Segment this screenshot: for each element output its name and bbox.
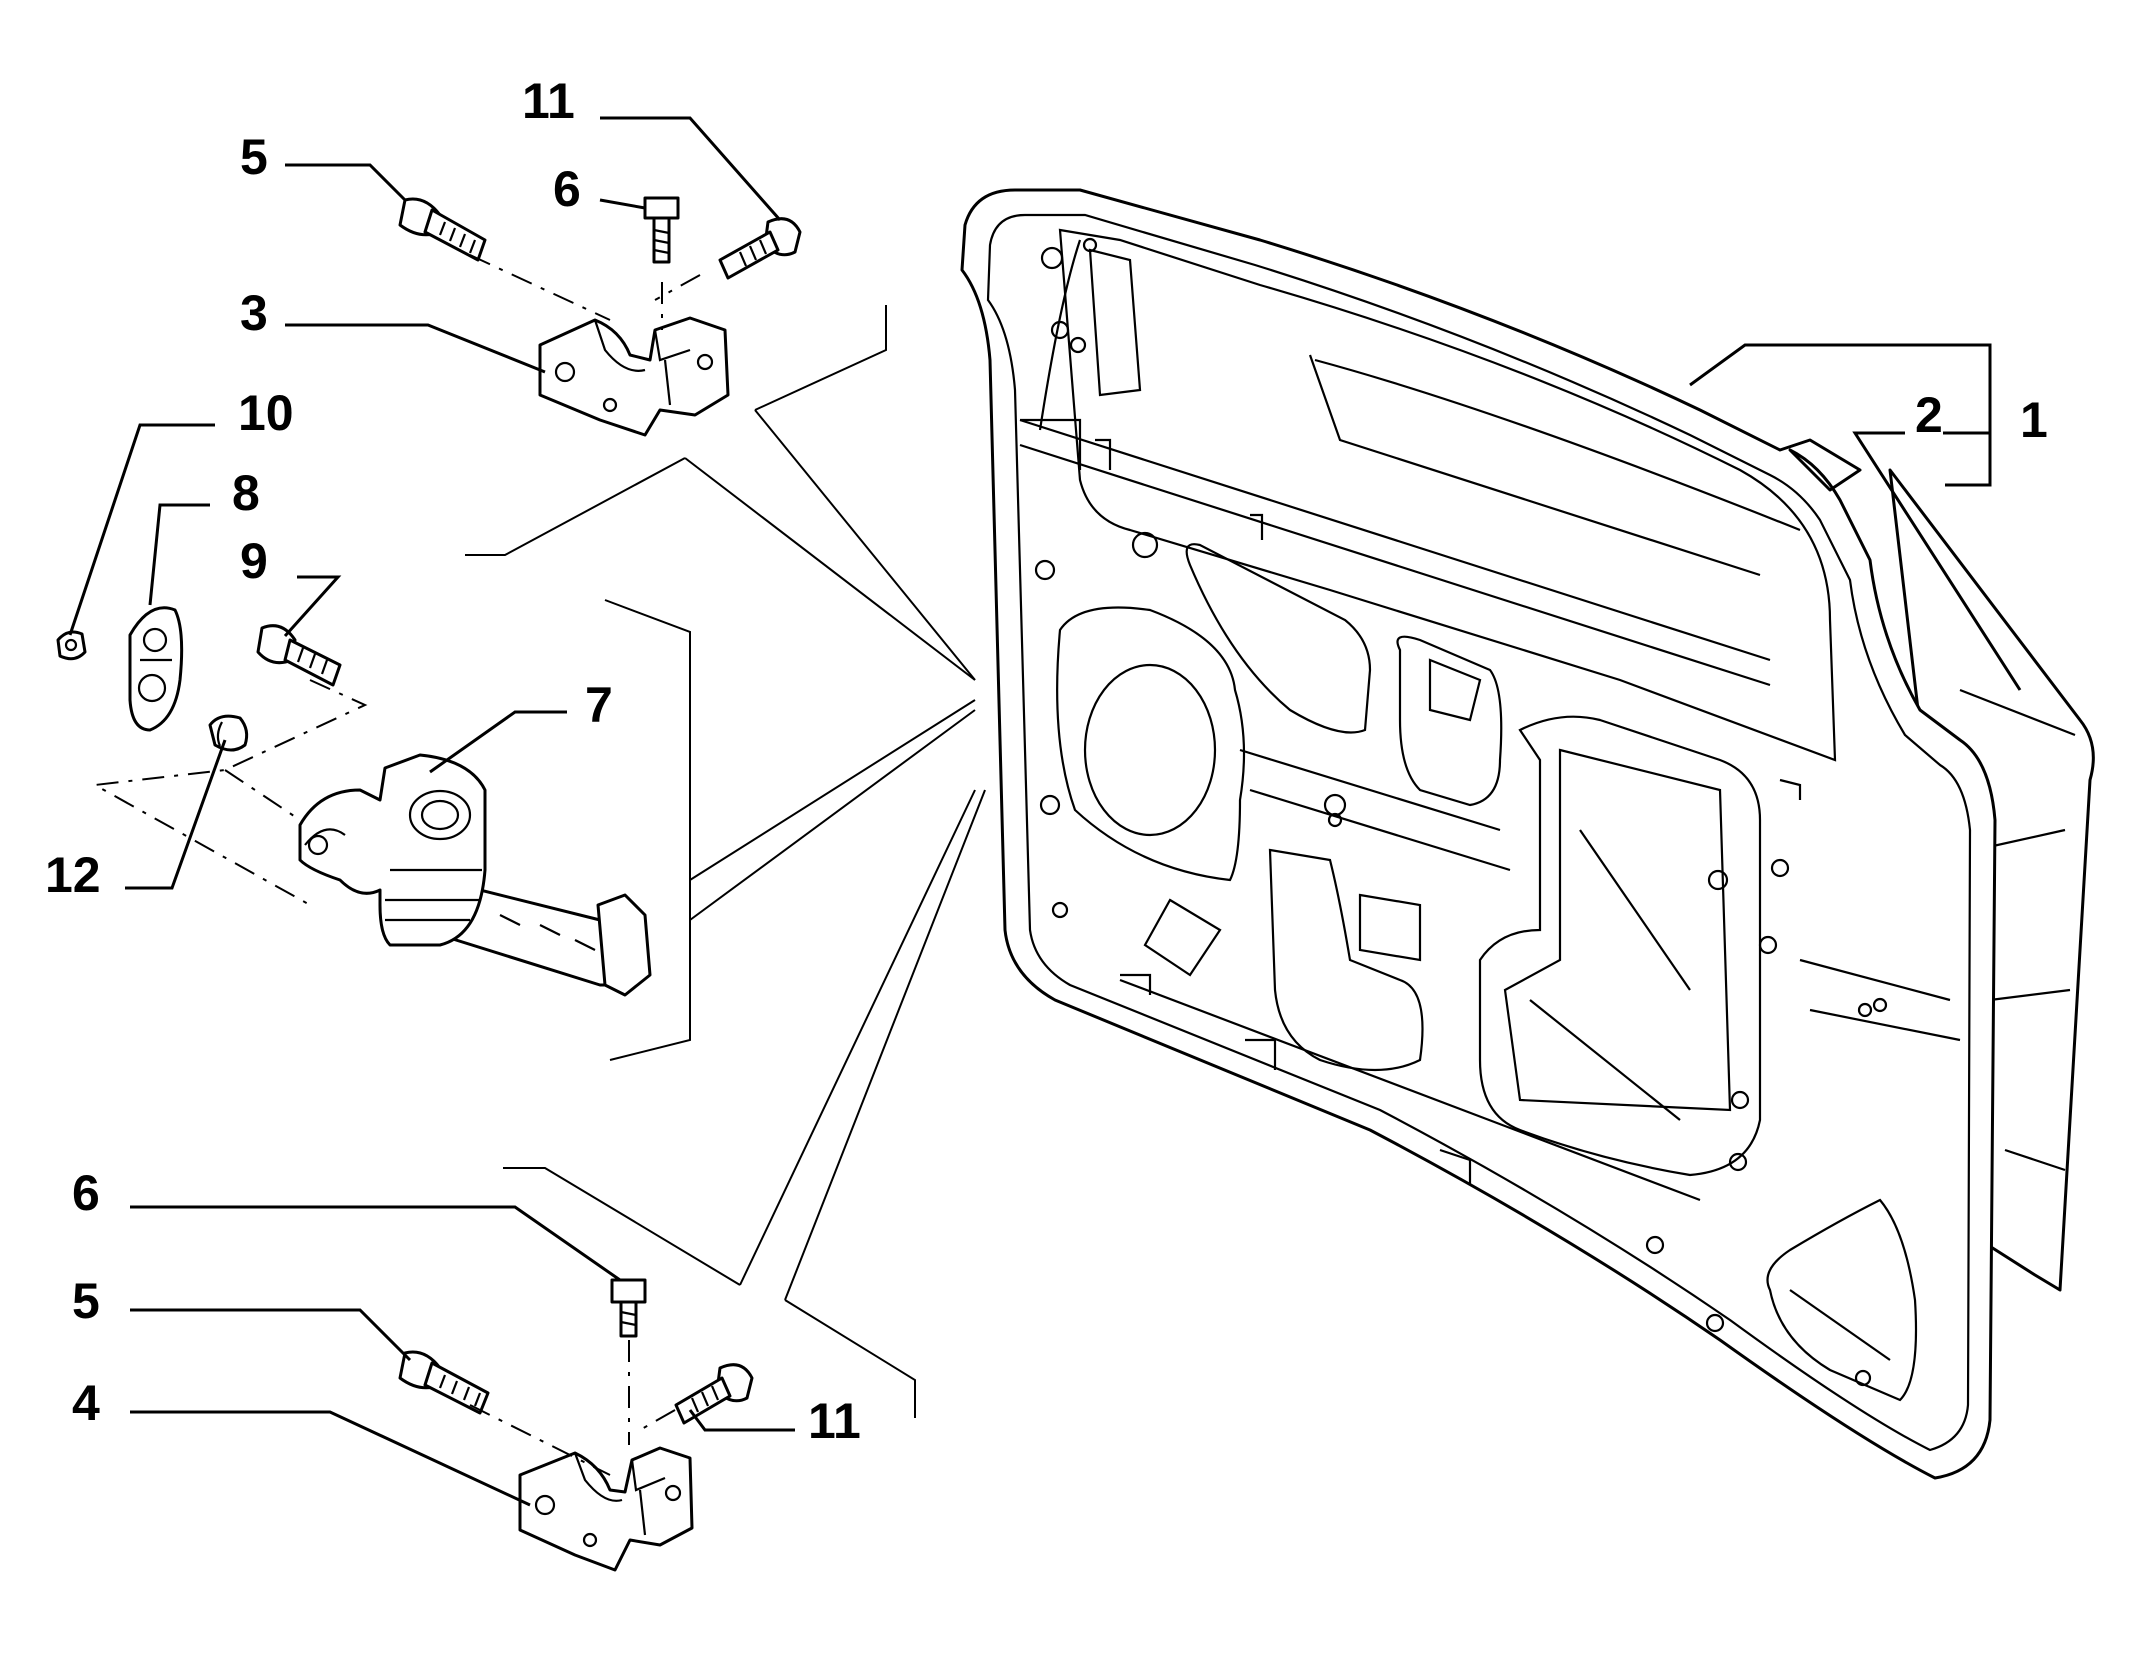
upper-hinge [538, 316, 730, 437]
callout-4: 4 [72, 1375, 100, 1431]
bolt-11-top [718, 217, 802, 280]
plate-8 [128, 606, 184, 732]
callout-2: 2 [1915, 387, 1943, 443]
callout-labels: 1 2 3 4 5 5 6 6 7 8 9 10 11 11 12 [45, 73, 2048, 1449]
callout-11-bottom: 11 [808, 1393, 861, 1449]
bolt-6-top [643, 196, 680, 264]
callout-6-bottom: 6 [72, 1165, 100, 1221]
callout-5-bottom: 5 [72, 1273, 100, 1329]
door-panel [960, 188, 2095, 1480]
door-mounting-holes [1034, 237, 1888, 1387]
callout-9: 9 [240, 533, 268, 589]
callout-leader-lines [68, 116, 2022, 1507]
bolt-11-bottom [674, 1363, 754, 1425]
door-check-strap-7 [298, 753, 652, 997]
bolt-5-top [398, 197, 487, 262]
bolt-6-bottom [610, 1278, 647, 1338]
bushing-12 [208, 714, 249, 752]
nut-10 [56, 630, 87, 661]
callout-11-top: 11 [522, 73, 575, 129]
callout-8: 8 [232, 465, 260, 521]
lower-hinge [518, 1446, 694, 1572]
callout-6-top: 6 [553, 161, 581, 217]
callout-3: 3 [240, 285, 268, 341]
callout-7: 7 [585, 677, 613, 733]
callout-12: 12 [45, 847, 101, 903]
callout-1: 1 [2020, 392, 2048, 448]
callout-10: 10 [238, 385, 294, 441]
bolt-9 [256, 624, 342, 687]
assembly-axis-lines [91, 254, 701, 1476]
callout-5-top: 5 [240, 129, 268, 185]
bolt-5-bottom [398, 1350, 490, 1415]
assembly-bracket-lines [465, 305, 986, 1418]
